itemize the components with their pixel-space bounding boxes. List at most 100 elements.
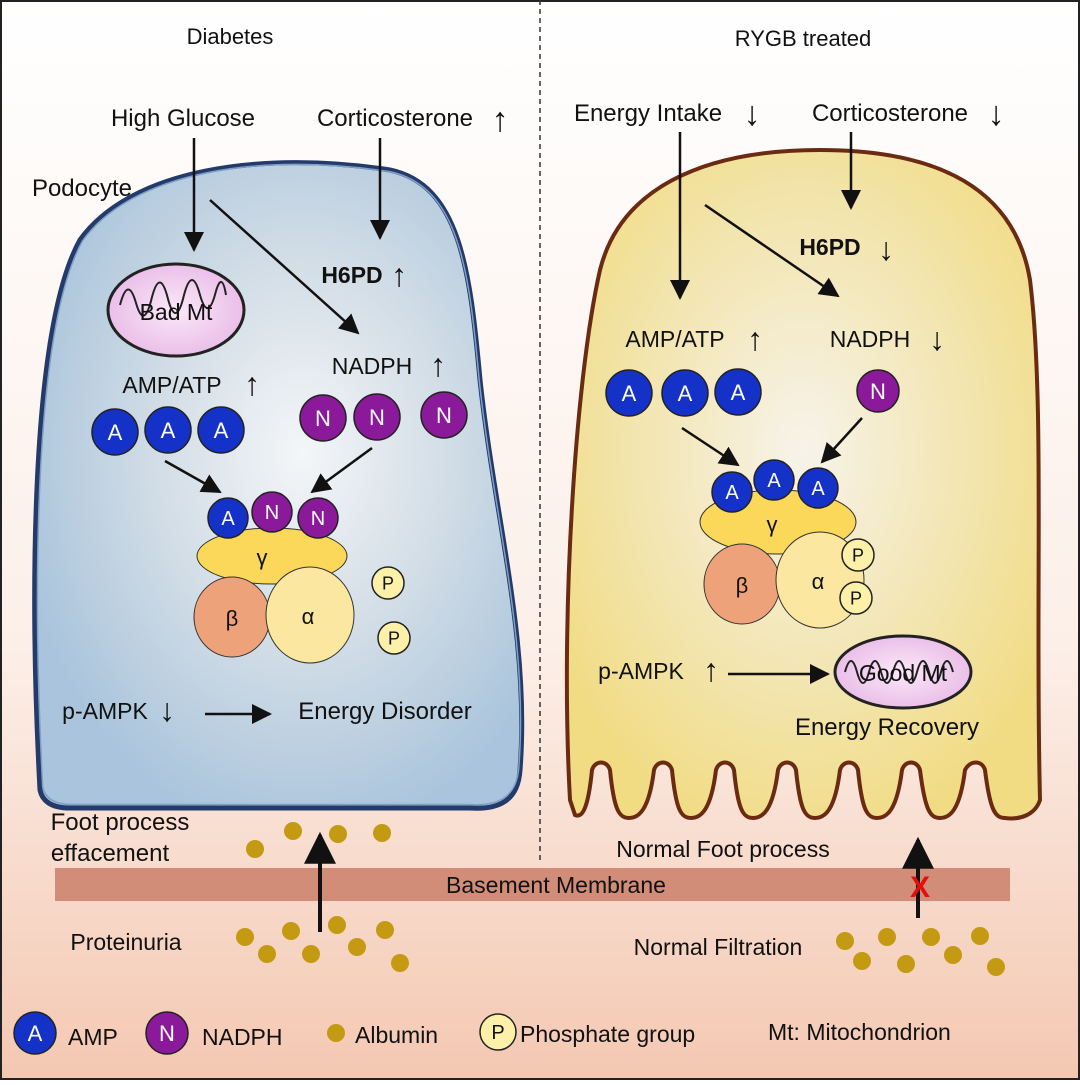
legend-amp-label: AMP <box>68 1024 118 1050</box>
foot-effacement-line2: effacement <box>51 840 170 867</box>
albumin-dot <box>348 938 366 956</box>
nadph-label-right: NADPH <box>830 326 911 352</box>
ampatp-label-left: AMP/ATP <box>122 372 221 398</box>
right-arrows <box>670 132 863 684</box>
legend-amp-icon: A <box>13 1011 57 1055</box>
amp-molecule: A <box>144 406 192 454</box>
bound-amp-letter: A <box>811 478 825 500</box>
energy-recovery-label: Energy Recovery <box>795 714 979 741</box>
nadph-molecule-letter: N <box>870 379 886 404</box>
pampk-label-left: p-AMPK <box>62 698 148 724</box>
albumin-dot <box>236 928 254 946</box>
intake-to-nadph-arrow <box>704 203 840 298</box>
nadph-molecule: N <box>420 391 468 439</box>
left-panel-title: Diabetes <box>187 24 274 49</box>
albumin-dot <box>246 840 264 858</box>
nadph-molecule-letter: N <box>369 405 385 430</box>
diabetic-podocyte-inner <box>36 163 522 806</box>
legend-mito-label: Mt: Mitochondrion <box>768 1019 951 1045</box>
corticosterone-down-arrow: ↓ <box>988 95 1005 133</box>
glucose-to-nadph-arrow <box>209 199 360 335</box>
legend-phosphate-icon-letter: P <box>491 1022 504 1044</box>
legend-nadph-icon-letter: N <box>159 1021 175 1046</box>
amp-molecule: A <box>91 408 139 456</box>
good-mt-label: Good Mt <box>859 660 948 686</box>
phosphate-group-letter: P <box>850 588 862 608</box>
albumin-dot <box>282 922 300 940</box>
nadph-molecule: N <box>353 393 401 441</box>
amp-molecule-letter: A <box>108 420 123 445</box>
proteinuria-label: Proteinuria <box>70 929 181 955</box>
filtration-block-mark: X <box>910 871 930 904</box>
albumin-dot <box>853 952 871 970</box>
foot-effacement-line1: Foot process <box>51 809 190 836</box>
high-glucose-label: High Glucose <box>111 105 255 132</box>
beta-label-right: β <box>736 573 749 598</box>
pampk-up-arrow-right: ↑ <box>703 652 719 688</box>
basement-membrane <box>55 868 1010 901</box>
albumin-dots <box>236 822 1005 976</box>
nadph-label-left: NADPH <box>332 353 413 379</box>
ampatp-up-arrow-right: ↑ <box>747 321 763 357</box>
phosphate-group-letter: P <box>852 545 864 565</box>
corticosterone-label-left: Corticosterone <box>317 105 473 132</box>
nadph-molecule: N <box>856 369 900 413</box>
left-arrows <box>164 138 390 724</box>
good-mitochondrion: Good Mt <box>833 634 973 710</box>
albumin-dot <box>284 822 302 840</box>
bound-amp-letter: A <box>221 508 235 530</box>
podocyte-label: Podocyte <box>32 175 132 202</box>
phosphate-group-letter: P <box>382 573 394 593</box>
bound-amp: A <box>207 497 249 539</box>
amp-molecule-letter: A <box>622 381 637 406</box>
legend-phosphate-label: Phosphate group <box>520 1021 695 1047</box>
bound-amp: A <box>753 459 795 501</box>
h6pd-up-arrow: ↑ <box>391 257 407 293</box>
amp-molecule-letter: A <box>731 380 746 405</box>
phosphate-group-letter: P <box>388 628 400 648</box>
alpha-label-right: α <box>812 569 825 594</box>
corticosterone-up-arrow: ↑ <box>492 101 509 139</box>
bad-mt-label: Bad Mt <box>140 299 213 325</box>
albumin-dot <box>391 954 409 972</box>
legend-amp-icon-letter: A <box>28 1021 43 1046</box>
phosphate-group: P <box>371 566 405 600</box>
legend-nadph-icon: N <box>145 1011 189 1055</box>
albumin-dot <box>328 916 346 934</box>
gamma-label-right: γ <box>767 512 778 537</box>
legend-nadph-label: NADPH <box>202 1024 283 1050</box>
albumin-dot <box>258 945 276 963</box>
amp-molecule-letter: A <box>678 381 693 406</box>
albumin-dot <box>987 958 1005 976</box>
energy-intake-label: Energy Intake <box>574 100 722 127</box>
nadph-molecule: N <box>299 394 347 442</box>
amp-molecule: A <box>714 368 762 416</box>
energy-disorder-label: Energy Disorder <box>298 698 471 725</box>
nadph-to-ampk-arrow-left <box>310 446 373 494</box>
ampk-complex-left: γ β α <box>193 527 355 664</box>
phosphate-group: P <box>839 581 873 615</box>
bad-mitochondrion: Bad Mt <box>106 262 246 358</box>
nadph-down-arrow-right: ↓ <box>929 321 945 357</box>
nadph-molecule-letter: N <box>436 403 452 428</box>
legend-albumin-icon <box>327 1024 345 1042</box>
ampatp-up-arrow-left: ↑ <box>244 366 260 402</box>
right-panel-title: RYGB treated <box>735 26 872 51</box>
alpha-label-left: α <box>302 604 315 629</box>
amp-to-ampk-arrow-left <box>164 459 222 494</box>
bound-nadph-letter: N <box>265 502 279 524</box>
legend-phosphate-icon: P <box>479 1013 517 1051</box>
normal-foot-label: Normal Foot process <box>616 836 829 862</box>
bound-amp-letter: A <box>767 470 781 492</box>
albumin-dot <box>944 946 962 964</box>
albumin-dot <box>373 824 391 842</box>
bound-nadph-letter: N <box>311 508 325 530</box>
pampk-label-right: p-AMPK <box>598 658 684 684</box>
right-nadph-pool: N <box>856 369 900 413</box>
albumin-dot <box>836 932 854 950</box>
h6pd-label-left: H6PD <box>321 262 382 288</box>
